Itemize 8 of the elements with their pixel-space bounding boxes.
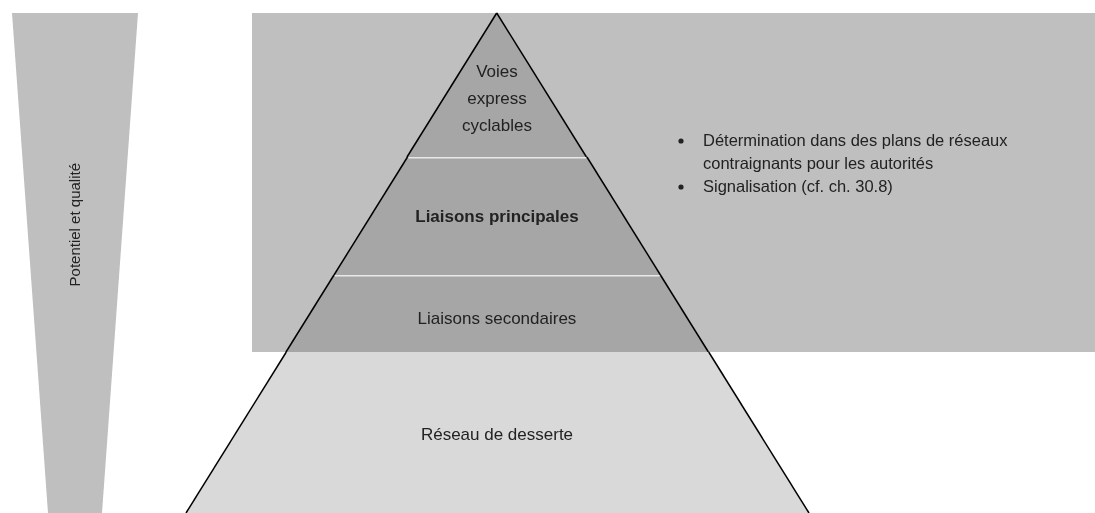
bullet-item: Détermination dans des plans de réseaux contraignants pour les autorités (703, 130, 1009, 174)
bullet-item: Signalisation (cf. ch. 30.8) (703, 176, 894, 197)
tier-label: Voies express cyclables (461, 61, 533, 137)
background-band (252, 13, 1095, 352)
tier-label: Réseau de desserte (419, 424, 575, 446)
tier-label: Liaisons secondaires (416, 308, 578, 330)
axis-label: Potentiel et qualité (66, 163, 83, 287)
tier-label: Liaisons principales (414, 206, 580, 228)
